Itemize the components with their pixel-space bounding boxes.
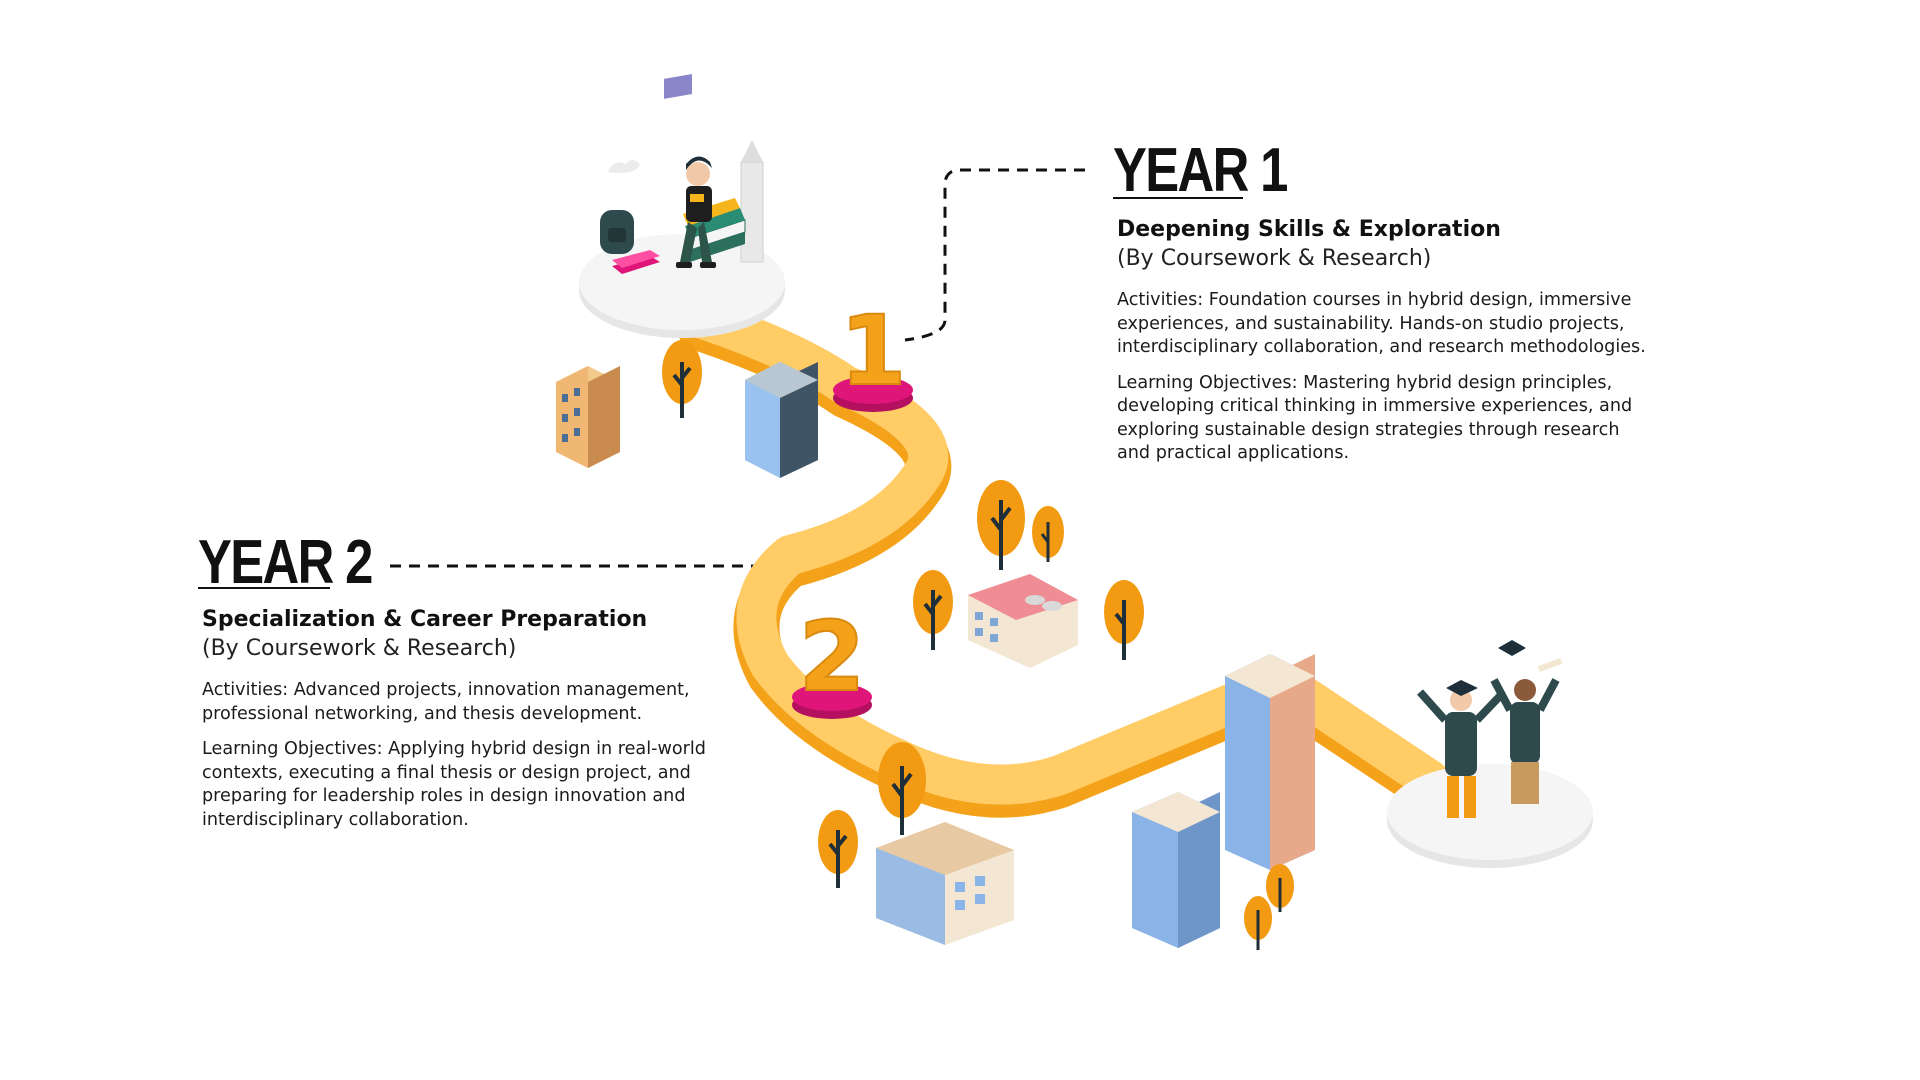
tree-icon	[1032, 506, 1064, 562]
graduates-celebrating-icon	[1417, 640, 1563, 818]
tree-icon	[662, 340, 702, 418]
year1-title-underline	[1113, 197, 1243, 199]
building-icon	[876, 822, 1014, 945]
tree-icon	[913, 570, 953, 650]
year2-description: Specialization & Career Preparation (By …	[202, 607, 722, 832]
tree-icon	[1244, 896, 1272, 950]
building-icon	[968, 574, 1078, 668]
year1-title: YEAR 1	[1113, 136, 1288, 205]
marker-2-label: 2	[799, 601, 866, 713]
finish-platform	[1387, 764, 1593, 868]
year2-heading: Specialization & Career Preparation	[202, 607, 648, 632]
year1-subheading: (By Coursework & Research)	[1117, 246, 1432, 271]
building-icon	[745, 362, 818, 478]
pencil-icon	[740, 140, 764, 263]
year1-connector	[904, 168, 1085, 342]
pink-book-icon	[612, 250, 660, 274]
tree-icon	[1104, 580, 1144, 660]
building-icon	[1132, 792, 1220, 948]
tree-icon	[818, 810, 858, 888]
year2-title: YEAR 2	[198, 528, 373, 597]
building-icon	[1225, 654, 1315, 870]
year2-title-underline	[198, 587, 330, 589]
year1-learning-objectives: Learning Objectives: Mastering hybrid de…	[1117, 372, 1633, 464]
marker-1-label: 1	[840, 295, 907, 407]
year1-heading: Deepening Skills & Exploration	[1117, 217, 1501, 242]
backpack-icon	[600, 210, 634, 254]
tree-icon	[1266, 864, 1294, 912]
year1-description: Deepening Skills & Exploration (By Cours…	[1117, 217, 1647, 466]
year2-subheading: (By Coursework & Research)	[202, 636, 517, 661]
cloud-icon	[608, 160, 640, 173]
marker-1: 1	[833, 294, 913, 412]
year1-activities: Activities: Foundation courses in hybrid…	[1117, 290, 1646, 357]
student-with-laptop-icon	[664, 73, 716, 268]
year2-activities: Activities: Advanced projects, innovatio…	[202, 680, 690, 724]
building-icon	[556, 366, 620, 468]
year2-learning-objectives: Learning Objectives: Applying hybrid des…	[202, 739, 706, 830]
tree-icon	[878, 742, 926, 835]
marker-2: 2	[792, 600, 872, 719]
tree-icon	[977, 480, 1025, 570]
